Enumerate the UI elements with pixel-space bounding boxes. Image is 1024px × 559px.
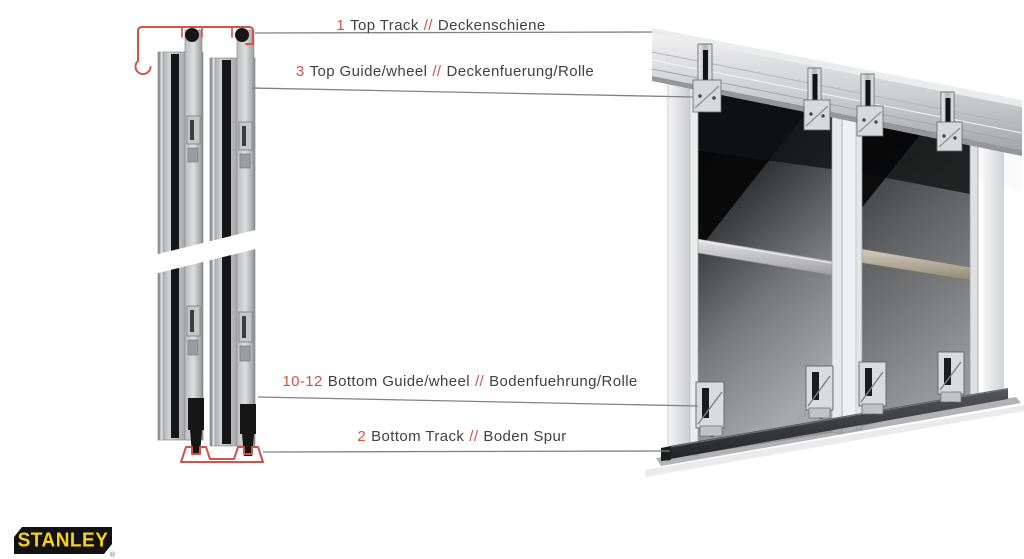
label-separator: // [432,63,442,80]
stanley-logo-box: STANLEY [14,527,112,554]
bottom-track-profile [180,446,264,463]
top-roller-a [185,28,199,42]
right-jamb [983,126,1004,401]
label-german: Deckenschiene [437,17,546,34]
bottom-guide-hw-4 [937,351,965,403]
bottom-guide-b [240,404,256,456]
label-english: Top Track [350,17,419,34]
bottom-guide-hw-1 [695,381,725,437]
label-separator: // [423,17,433,34]
left-jamb [667,61,691,453]
bottom-guide-a [188,398,204,454]
label-number: 1 [336,17,346,34]
bottom-guide-hw-3 [858,361,887,415]
registered-trademark-icon: ® [109,552,115,559]
top-guide-3 [856,73,884,137]
leader-line-top-track [254,31,653,34]
label-german: Deckenfuerung/Rolle [446,63,595,80]
top-roller-b [235,28,249,42]
label-number: 10-12 [282,373,323,390]
leader-line-bottom-track [262,450,671,453]
label-separator: // [469,428,479,445]
bottom-guide-hw-2 [805,365,834,419]
top-guide-4 [936,91,963,152]
top-track-profile [134,26,254,76]
mullion [841,103,857,434]
door-profile-a [157,29,204,441]
leader-lines [251,31,699,453]
label-number: 3 [295,63,305,80]
cross-section-diagram [134,26,272,463]
assembly-rendering [645,28,1024,477]
leader-line-bottom-guide [257,396,699,407]
label-number: 2 [357,428,367,445]
top-guide-2 [803,67,831,131]
header-rail [651,28,1023,156]
label-german: Boden Spur [483,428,567,445]
label-english: Top Guide/wheel [309,63,428,80]
break-band [150,226,272,275]
label-english: Bottom Guide/wheel [327,373,470,390]
bottom-track-rail [645,388,1024,477]
stanley-logo: STANLEY ® [14,527,115,559]
stanley-brand-text: STANLEY [17,529,109,552]
label-english: Bottom Track [371,428,465,445]
label-separator: // [474,373,485,390]
label-german: Bodenfuehrung/Rolle [489,373,638,390]
leader-line-top-guide [251,87,694,98]
top-guide-1 [692,43,722,113]
